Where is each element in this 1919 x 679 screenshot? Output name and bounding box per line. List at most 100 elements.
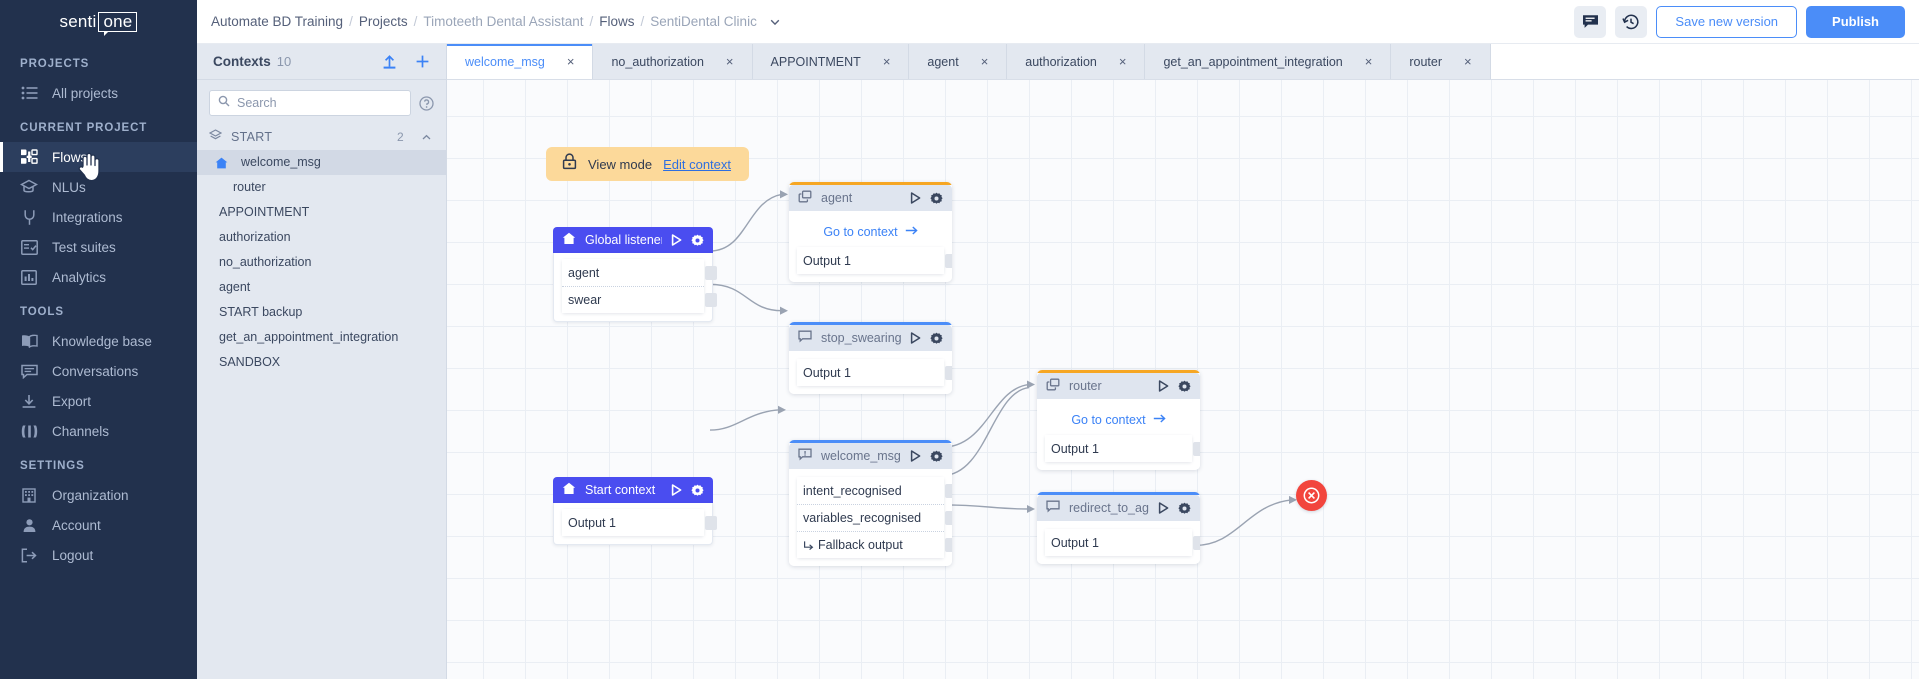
breadcrumb-item-4[interactable]: SentiDental Clinic xyxy=(650,14,757,29)
tab-appointment[interactable]: APPOINTMENT × xyxy=(752,44,910,79)
gear-icon[interactable] xyxy=(930,332,943,345)
context-item-no-authorization[interactable]: no_authorization xyxy=(197,250,446,275)
gear-icon[interactable] xyxy=(691,484,704,497)
node-redirect-to-agent[interactable]: redirect_to_agent Output 1 xyxy=(1037,492,1200,564)
port-connector[interactable] xyxy=(945,365,952,380)
port-row[interactable]: Output 1 xyxy=(1045,435,1200,462)
port-connector[interactable] xyxy=(945,538,952,552)
play-icon[interactable] xyxy=(671,484,682,496)
node-agent[interactable]: agent Go to context xyxy=(789,182,952,282)
sidebar-item-account[interactable]: Account xyxy=(0,510,197,540)
breadcrumb-item-1[interactable]: Projects xyxy=(358,14,408,29)
tab-welcome-msg[interactable]: welcome_msg × xyxy=(447,44,594,79)
flow-canvas[interactable]: View mode Edit context Global listener xyxy=(447,80,1919,679)
context-item-sandbox[interactable]: SANDBOX xyxy=(197,350,446,375)
upload-icon[interactable] xyxy=(382,54,397,69)
search-box[interactable] xyxy=(209,90,411,116)
port-connector[interactable] xyxy=(705,515,717,530)
sidebar-item-logout[interactable]: Logout xyxy=(0,540,197,570)
close-icon[interactable]: × xyxy=(725,54,734,69)
gear-icon[interactable] xyxy=(1178,380,1191,393)
sidebar-item-channels[interactable]: Channels xyxy=(0,416,197,446)
node-stop-swearing-pls[interactable]: stop_swearing_pls Output 1 xyxy=(789,322,952,394)
gear-icon[interactable] xyxy=(691,234,704,247)
play-icon[interactable] xyxy=(1158,502,1169,514)
save-new-version-button[interactable]: Save new version xyxy=(1656,5,1798,38)
port-connector[interactable] xyxy=(945,483,952,498)
port-row[interactable]: agent xyxy=(562,259,717,286)
go-to-context-link[interactable]: Go to context xyxy=(797,219,944,247)
tab-no-authorization[interactable]: no_authorization × xyxy=(593,44,753,79)
context-item-welcome-msg[interactable]: welcome_msg xyxy=(197,150,446,175)
close-icon[interactable]: × xyxy=(1364,54,1373,69)
publish-button[interactable]: Publish xyxy=(1806,5,1905,38)
context-item-appointment[interactable]: APPOINTMENT xyxy=(197,200,446,225)
gear-icon[interactable] xyxy=(930,192,943,205)
sidebar-item-knowledge-base[interactable]: Knowledge base xyxy=(0,326,197,356)
node-global-listener[interactable]: Global listener agent xyxy=(553,227,717,322)
close-icon[interactable]: × xyxy=(566,54,575,69)
sidebar-item-organization[interactable]: Organization xyxy=(0,480,197,510)
node-router[interactable]: router Go to context xyxy=(1037,370,1200,470)
port-connector[interactable] xyxy=(705,265,717,280)
breadcrumb-item-0[interactable]: Automate BD Training xyxy=(211,14,344,29)
port-connector[interactable] xyxy=(945,511,952,525)
port-row[interactable]: variables_recognised xyxy=(797,504,952,531)
search-input[interactable] xyxy=(237,96,402,110)
context-item-authorization[interactable]: authorization xyxy=(197,225,446,250)
tab-router[interactable]: router × xyxy=(1391,44,1491,79)
gear-icon[interactable] xyxy=(930,450,943,463)
port-row[interactable]: Output 1 xyxy=(1045,529,1200,556)
comment-icon[interactable] xyxy=(1574,5,1607,38)
port-row[interactable]: Output 1 xyxy=(797,359,952,386)
node-welcome-msg[interactable]: welcome_msg intent_recognised xyxy=(789,440,952,566)
history-icon[interactable] xyxy=(1615,5,1648,38)
close-icon[interactable]: × xyxy=(1118,54,1127,69)
end-node-icon[interactable] xyxy=(1296,480,1327,511)
sidebar-item-test-suites[interactable]: Test suites xyxy=(0,232,197,262)
help-icon[interactable] xyxy=(419,95,434,111)
contexts-group-start[interactable]: START 2 xyxy=(197,124,446,150)
context-item-start-backup[interactable]: START backup xyxy=(197,300,446,325)
breadcrumb-item-3[interactable]: Flows xyxy=(599,14,635,29)
sidebar-item-conversations[interactable]: Conversations xyxy=(0,356,197,386)
sidebar-item-export[interactable]: Export xyxy=(0,386,197,416)
tab-agent[interactable]: agent × xyxy=(909,44,1008,79)
port-connector[interactable] xyxy=(1193,441,1200,456)
port-row[interactable]: Fallback output xyxy=(797,531,952,558)
sidebar-item-nlus[interactable]: NLUs xyxy=(0,172,197,202)
play-icon[interactable] xyxy=(1158,380,1169,392)
port-connector[interactable] xyxy=(945,253,952,268)
port-row[interactable]: Output 1 xyxy=(797,247,952,274)
port-row[interactable]: intent_recognised xyxy=(797,477,952,504)
context-item-router[interactable]: router xyxy=(197,175,446,200)
context-item-get-an-appointment-integration[interactable]: get_an_appointment_integration xyxy=(197,325,446,350)
sidebar-item-all-projects[interactable]: All projects xyxy=(0,78,197,108)
context-item-agent[interactable]: agent xyxy=(197,275,446,300)
node-start-context[interactable]: Start context Output 1 xyxy=(553,477,717,545)
chevron-up-icon[interactable] xyxy=(421,132,432,143)
go-to-context-link[interactable]: Go to context xyxy=(1045,407,1192,435)
chevron-down-icon[interactable] xyxy=(769,16,781,28)
play-icon[interactable] xyxy=(910,450,921,462)
play-icon[interactable] xyxy=(910,332,921,344)
breadcrumb-item-2[interactable]: Timoteeth Dental Assistant xyxy=(423,14,584,29)
sidebar-item-flows[interactable]: Flows xyxy=(0,142,197,172)
port-connector[interactable] xyxy=(1193,535,1200,550)
port-connector[interactable] xyxy=(705,293,717,307)
port-row[interactable]: swear xyxy=(562,286,717,313)
close-icon[interactable]: × xyxy=(1464,54,1472,69)
gear-icon[interactable] xyxy=(1178,502,1191,515)
play-icon[interactable] xyxy=(910,192,921,204)
play-icon[interactable] xyxy=(671,234,682,246)
edit-context-link[interactable]: Edit context xyxy=(663,156,732,172)
brand-logo[interactable]: senti one xyxy=(0,0,197,44)
sidebar-item-integrations[interactable]: Integrations xyxy=(0,202,197,232)
close-icon[interactable]: × xyxy=(882,54,891,69)
close-icon[interactable]: × xyxy=(980,54,989,69)
plus-icon[interactable] xyxy=(415,54,430,69)
tab-authorization[interactable]: authorization × xyxy=(1007,44,1146,79)
tab-get-an-appointment-integration[interactable]: get_an_appointment_integration × xyxy=(1145,44,1392,79)
sidebar-item-analytics[interactable]: Analytics xyxy=(0,262,197,292)
port-row[interactable]: Output 1 xyxy=(562,509,717,536)
